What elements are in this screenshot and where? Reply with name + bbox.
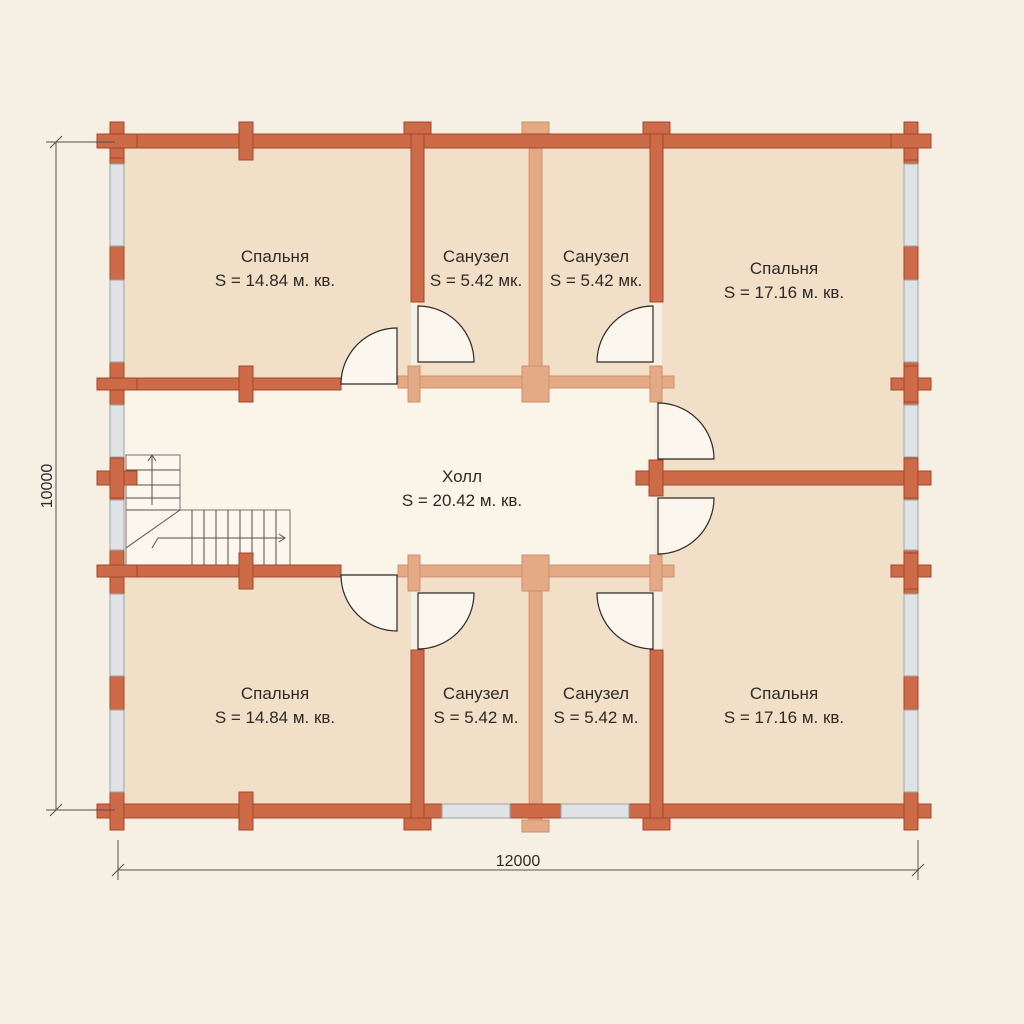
room-name-bedroom-se: Спальня	[750, 684, 818, 703]
wall-south	[96, 803, 932, 819]
door-bath-n1	[417, 305, 475, 363]
windows	[109, 163, 919, 819]
window-s-bath-1	[441, 803, 511, 819]
dimension-height-label: 10000	[39, 464, 56, 509]
room-area-bath-s2: S = 5.42 м.	[554, 708, 639, 727]
room-name-bath-n2: Санузел	[563, 247, 629, 266]
room-name-bedroom-ne: Спальня	[750, 259, 818, 278]
door-bath-n2	[596, 305, 654, 363]
room-name-bath-s2: Санузел	[563, 684, 629, 703]
window-ne-2	[903, 279, 919, 363]
dimension-lines	[46, 135, 925, 880]
floor-bedroom-se	[662, 485, 904, 804]
window-se-2	[903, 709, 919, 793]
staircase	[125, 454, 291, 571]
room-area-hall: S = 20.42 м. кв.	[402, 491, 522, 510]
door-bedroom-se	[657, 497, 715, 555]
window-sw-1	[109, 593, 125, 677]
wall-bath-n1-west	[410, 121, 425, 303]
wall-bath-s1-west	[410, 649, 425, 831]
door-bedroom-nw	[340, 327, 398, 385]
floor-bedroom-ne	[662, 148, 904, 471]
room-name-bedroom-nw: Спальня	[241, 247, 309, 266]
window-nw-2	[109, 279, 125, 363]
wall-north	[96, 133, 932, 149]
room-area-bedroom-ne: S = 17.16 м. кв.	[724, 283, 844, 302]
wall-bath-s2-east	[649, 649, 664, 831]
window-w-hall-1	[109, 404, 125, 458]
window-w-hall-2	[109, 499, 125, 551]
window-s-bath-2	[560, 803, 630, 819]
room-name-hall: Холл	[442, 467, 482, 486]
doors	[340, 305, 715, 650]
room-floors	[124, 148, 904, 804]
window-e-2	[903, 499, 919, 551]
door-bedroom-ne	[657, 402, 715, 460]
room-area-bath-n2: S = 5.42 мк.	[550, 271, 642, 290]
room-name-bath-s1: Санузел	[443, 684, 509, 703]
wall-bath-n2-east	[649, 121, 664, 303]
room-area-bedroom-se: S = 17.16 м. кв.	[724, 708, 844, 727]
wall-east-divider	[635, 470, 932, 486]
window-e-1	[903, 404, 919, 458]
partition-v-south	[528, 564, 543, 831]
room-area-bedroom-sw: S = 14.84 м. кв.	[215, 708, 335, 727]
door-bath-s1	[417, 592, 475, 650]
room-area-bath-s1: S = 5.42 м.	[434, 708, 519, 727]
window-nw-1	[109, 163, 125, 247]
window-se-1	[903, 593, 919, 677]
door-bedroom-sw	[340, 574, 398, 632]
partition-v-north	[528, 121, 543, 393]
window-sw-2	[109, 709, 125, 793]
room-area-bath-n1: S = 5.42 мк.	[430, 271, 522, 290]
dimension-width-label: 12000	[496, 853, 541, 870]
room-name-bath-n1: Санузел	[443, 247, 509, 266]
room-area-bedroom-nw: S = 14.84 м. кв.	[215, 271, 335, 290]
room-labels: Спальня S = 14.84 м. кв. Санузел S = 5.4…	[215, 247, 844, 727]
room-name-bedroom-sw: Спальня	[241, 684, 309, 703]
interior-partitions	[397, 121, 675, 833]
door-bath-s2	[596, 592, 654, 650]
window-ne-1	[903, 163, 919, 247]
